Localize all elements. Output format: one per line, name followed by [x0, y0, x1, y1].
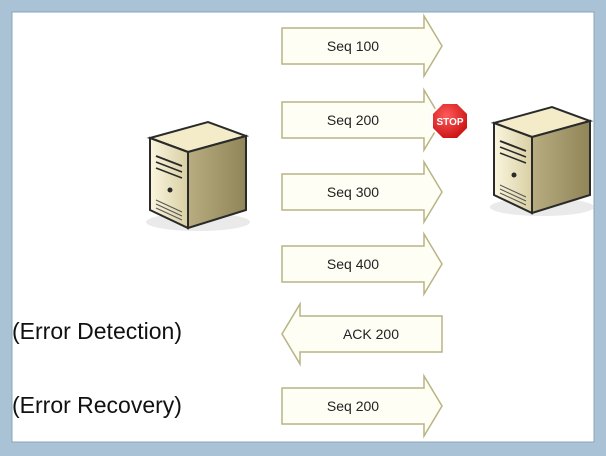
- arrow-shape: [281, 301, 443, 367]
- error-detection-label: (Error Detection): [12, 318, 182, 344]
- arrow-label: Seq 300: [327, 184, 379, 200]
- error-recovery-label: (Error Recovery): [12, 392, 182, 418]
- arrow-label: Seq 400: [327, 256, 379, 272]
- stop-sign-text: STOP: [436, 117, 463, 128]
- arrow-label: Seq 200: [327, 112, 379, 128]
- arrow-shape: [281, 87, 443, 153]
- seq-arrow-6: Seq 200: [281, 373, 443, 439]
- arrow-label: Seq 100: [327, 38, 379, 54]
- seq-arrow-3: Seq 300: [281, 159, 443, 225]
- arrow-shape: [281, 13, 443, 79]
- canvas-background: [11, 11, 595, 443]
- server-left-icon: [146, 120, 250, 231]
- seq-arrow-2: Seq 200: [281, 87, 443, 153]
- arrow-label: ACK 200: [343, 326, 399, 342]
- seq-arrow-4: Seq 400: [281, 231, 443, 297]
- seq-arrow-1: Seq 100: [281, 13, 443, 79]
- stop-sign-icon: STOP: [431, 102, 469, 140]
- arrow-shape: [281, 373, 443, 439]
- arrow-shape: [281, 159, 443, 225]
- server-right-icon: [490, 105, 594, 216]
- arrow-label: Seq 200: [327, 398, 379, 414]
- arrow-shape: [281, 231, 443, 297]
- ack-arrow-5: ACK 200: [281, 301, 443, 367]
